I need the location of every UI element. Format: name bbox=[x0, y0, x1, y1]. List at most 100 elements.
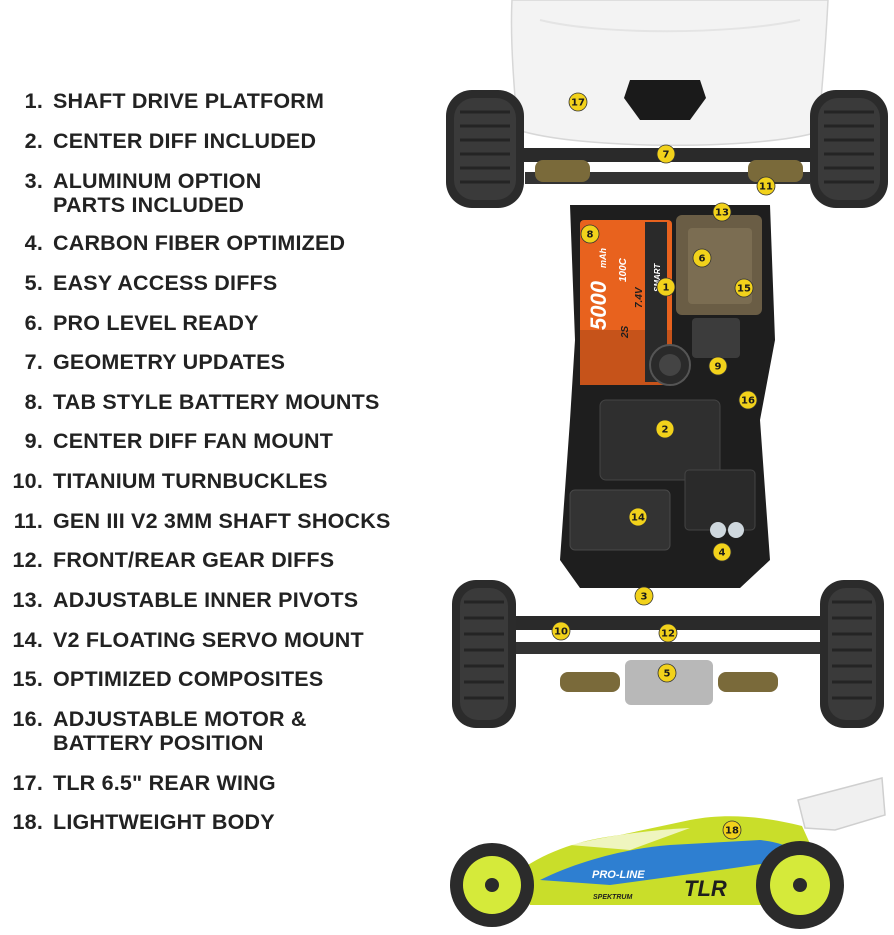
marker-12: 12 bbox=[658, 623, 678, 643]
feature-markers: 17 7 11 13 8 6 1 15 9 16 2 14 4 3 10 12 … bbox=[551, 92, 776, 840]
feature-item: 17.TLR 6.5" REAR WING bbox=[10, 771, 276, 795]
marker-4: 4 bbox=[712, 542, 732, 562]
svg-text:8: 8 bbox=[587, 230, 594, 241]
feature-number: 1. bbox=[24, 89, 43, 113]
feature-number: 10. bbox=[12, 469, 43, 493]
svg-text:6: 6 bbox=[699, 254, 706, 265]
svg-text:2: 2 bbox=[662, 425, 669, 436]
feature-label: GEN III V2 3MM SHAFT SHOCKS bbox=[53, 509, 391, 533]
svg-text:18: 18 bbox=[725, 826, 739, 837]
battery-capacity: 5000 bbox=[586, 280, 611, 330]
feature-item: 13. ADJUSTABLE INNER PIVOTS bbox=[10, 588, 359, 612]
feature-label: CENTER DIFF FAN MOUNT bbox=[53, 429, 334, 453]
side-rear-wheel bbox=[756, 841, 844, 929]
marker-16: 16 bbox=[738, 390, 758, 410]
svg-text:3: 3 bbox=[641, 592, 648, 603]
svg-text:5: 5 bbox=[664, 669, 671, 680]
feature-label: V2 FLOATING SERVO MOUNT bbox=[53, 628, 364, 652]
feature-label: LIGHTWEIGHT BODY bbox=[53, 810, 275, 834]
svg-text:4: 4 bbox=[719, 548, 726, 559]
marker-15: 15 bbox=[734, 278, 754, 298]
svg-text:10: 10 bbox=[554, 627, 568, 638]
feature-number: 3. bbox=[24, 169, 43, 193]
feature-number: 12. bbox=[12, 548, 43, 572]
marker-11: 11 bbox=[756, 176, 776, 196]
feature-number: 6. bbox=[24, 311, 43, 335]
feature-label: GEOMETRY UPDATES bbox=[53, 350, 286, 374]
feature-number: 4. bbox=[24, 231, 43, 255]
feature-label: OPTIMIZED COMPOSITES bbox=[53, 667, 324, 691]
feature-label: TAB STYLE BATTERY MOUNTS bbox=[53, 390, 380, 414]
battery-brand: SMART bbox=[653, 263, 662, 292]
battery-rating: 100C bbox=[618, 257, 629, 282]
feature-item: 6. PRO LEVEL READY bbox=[10, 311, 259, 335]
svg-text:9: 9 bbox=[715, 362, 722, 373]
feature-number: 15. bbox=[12, 667, 43, 691]
feature-label: ADJUSTABLE INNER PIVOTS bbox=[53, 588, 359, 612]
feature-label: CENTER DIFF INCLUDED bbox=[53, 129, 317, 153]
marker-18: 18 bbox=[722, 820, 742, 840]
body-logo: TLR bbox=[684, 876, 727, 901]
feature-number: 13. bbox=[12, 588, 43, 612]
rear-wing bbox=[510, 0, 829, 146]
feature-label: ALUMINUM OPTION bbox=[53, 169, 262, 193]
svg-text:11: 11 bbox=[759, 182, 773, 193]
feature-number: 18. bbox=[12, 810, 43, 834]
marker-17: 17 bbox=[568, 92, 588, 112]
svg-text:7: 7 bbox=[663, 150, 670, 161]
body-sponsor: PRO-LINE bbox=[592, 869, 645, 881]
feature-item: 16. ADJUSTABLE MOTOR &BATTERY POSITION bbox=[10, 707, 307, 755]
feature-item: 4.CARBON FIBER OPTIMIZED bbox=[10, 231, 345, 255]
svg-text:17: 17 bbox=[571, 98, 585, 109]
marker-7: 7 bbox=[656, 144, 676, 164]
feature-item: 8.TAB STYLE BATTERY MOUNTS bbox=[10, 390, 380, 414]
svg-text:1: 1 bbox=[663, 283, 670, 294]
feature-number: 16. bbox=[12, 707, 43, 731]
feature-label: PRO LEVEL READY bbox=[53, 311, 259, 335]
svg-text:14: 14 bbox=[631, 513, 645, 524]
battery-unit: mAh bbox=[598, 247, 608, 268]
feature-label: EASY ACCESS DIFFS bbox=[53, 271, 278, 295]
marker-13: 13 bbox=[712, 202, 732, 222]
feature-label-line2: BATTERY POSITION bbox=[53, 731, 264, 755]
marker-1: 1 bbox=[656, 277, 676, 297]
marker-3: 3 bbox=[634, 586, 654, 606]
feature-item: 10. TITANIUM TURNBUCKLES bbox=[10, 469, 328, 493]
feature-item: 15. OPTIMIZED COMPOSITES bbox=[10, 667, 324, 691]
buggy-photo: 5000 mAh 100C 2S 7.4V SMART bbox=[430, 0, 894, 935]
feature-number: 5. bbox=[24, 271, 43, 295]
body-sponsor-2: SPEKTRUM bbox=[593, 894, 632, 901]
feature-label: SHAFT DRIVE PLATFORM bbox=[53, 89, 325, 113]
marker-14: 14 bbox=[628, 507, 648, 527]
feature-number: 7. bbox=[24, 350, 43, 374]
feature-item: 2. CENTER DIFF INCLUDED bbox=[10, 129, 316, 153]
battery-voltage: 7.4V bbox=[634, 286, 645, 308]
marker-8: 8 bbox=[580, 224, 600, 244]
rear-right-tire bbox=[810, 90, 888, 208]
feature-number: 17. bbox=[12, 771, 43, 795]
battery-pack: 5000 mAh 100C 2S 7.4V SMART bbox=[580, 220, 672, 385]
feature-label: TITANIUM TURNBUCKLES bbox=[53, 469, 328, 493]
feature-item: 7. GEOMETRY UPDATES bbox=[10, 350, 285, 374]
marker-2: 2 bbox=[655, 419, 675, 439]
feature-item: 1. SHAFT DRIVE PLATFORM bbox=[10, 89, 324, 113]
feature-list: 1. SHAFT DRIVE PLATFORM 2. CENTER DIFF INC… bbox=[0, 0, 430, 935]
feature-item: 14.V2 FLOATING SERVO MOUNT bbox=[10, 628, 364, 652]
feature-label: ADJUSTABLE MOTOR & bbox=[53, 707, 307, 731]
svg-text:12: 12 bbox=[661, 629, 675, 640]
svg-text:16: 16 bbox=[741, 396, 755, 407]
body-side-view: PRO-LINE TLR SPEKTRUM bbox=[450, 777, 886, 929]
svg-text:13: 13 bbox=[715, 208, 729, 219]
front-left-tire bbox=[452, 580, 516, 728]
marker-6: 6 bbox=[692, 248, 712, 268]
feature-item: 5. EASY ACCESS DIFFS bbox=[10, 271, 278, 295]
rear-left-tire bbox=[446, 90, 524, 208]
front-right-tire bbox=[820, 580, 884, 728]
feature-item: 9.CENTER DIFF FAN MOUNT bbox=[10, 429, 333, 453]
feature-number: 11. bbox=[13, 509, 43, 533]
feature-number: 2. bbox=[24, 129, 43, 153]
marker-5: 5 bbox=[657, 663, 677, 683]
rear-wing-side bbox=[797, 777, 886, 831]
svg-text:15: 15 bbox=[737, 284, 751, 295]
